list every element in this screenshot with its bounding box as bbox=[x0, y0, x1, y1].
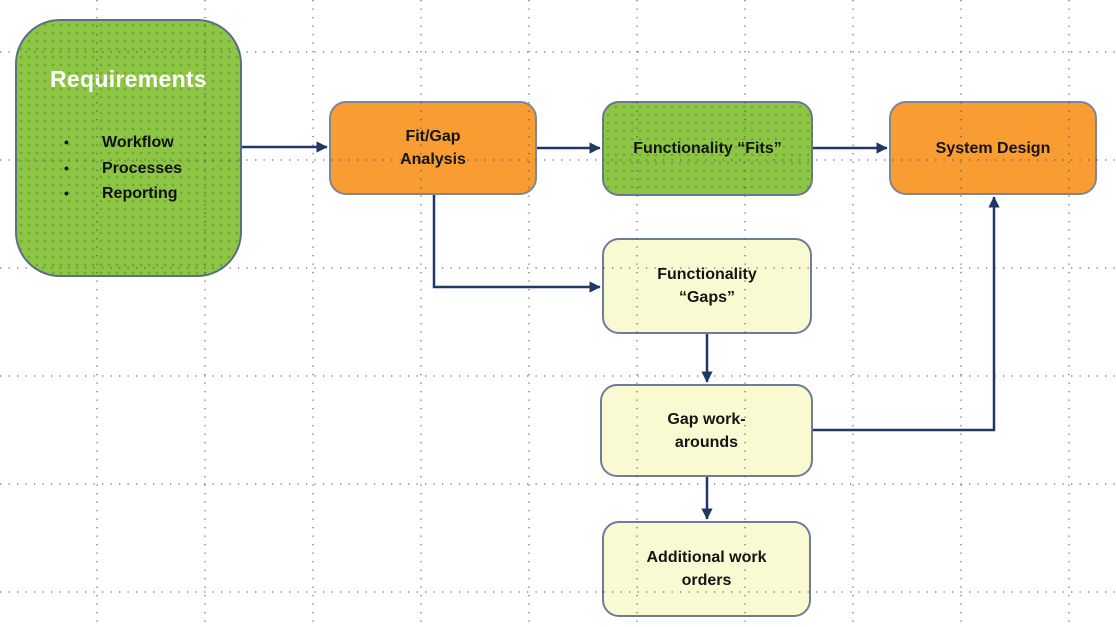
node-fit-gap-analysis: Fit/Gap Analysis bbox=[329, 101, 537, 195]
node-label: Additional work orders bbox=[646, 549, 767, 589]
bullet-icon: • bbox=[64, 134, 69, 150]
list-item: • Workflow bbox=[17, 130, 240, 156]
node-label: Fit/Gap Analysis bbox=[400, 128, 466, 168]
connector-fit-gap-to-gaps bbox=[432, 195, 601, 293]
node-gap-workarounds: Gap work- arounds bbox=[600, 384, 813, 477]
bullet-label: Workflow bbox=[102, 134, 174, 151]
list-item: • Reporting bbox=[17, 181, 240, 207]
requirements-title: Requirements bbox=[50, 66, 207, 92]
node-requirements: Requirements • Workflow • Processes • Re… bbox=[15, 19, 242, 277]
connector-workarounds-to-system-design bbox=[813, 196, 1000, 432]
node-additional-work-orders: Additional work orders bbox=[602, 521, 811, 617]
bullet-icon: • bbox=[64, 159, 69, 176]
node-system-design: System Design bbox=[889, 101, 1097, 195]
node-label: Functionality “Gaps” bbox=[657, 266, 757, 306]
bullet-label: Reporting bbox=[102, 185, 178, 202]
node-label: Functionality “Fits” bbox=[633, 140, 782, 157]
bullet-icon: • bbox=[64, 185, 69, 201]
node-functionality-fits: Functionality “Fits” bbox=[602, 101, 813, 196]
node-functionality-gaps: Functionality “Gaps” bbox=[602, 238, 812, 334]
bullet-label: Processes bbox=[102, 159, 183, 177]
node-label: Gap work- arounds bbox=[667, 410, 746, 451]
list-item: • Processes bbox=[17, 156, 240, 182]
requirements-bullet-list: • Workflow • Processes • Reporting bbox=[17, 130, 240, 207]
node-label: System Design bbox=[935, 139, 1051, 157]
